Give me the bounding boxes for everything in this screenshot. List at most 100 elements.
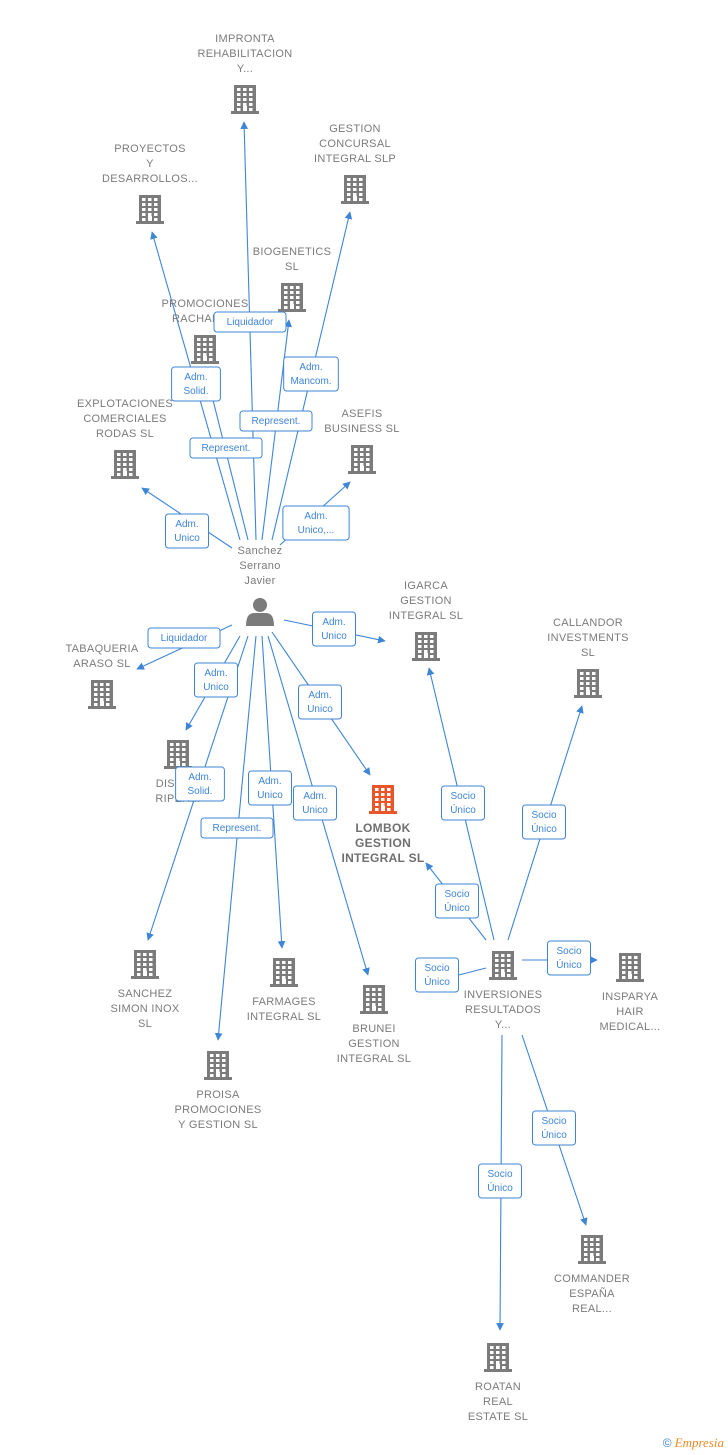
building-icon (574, 669, 602, 698)
edge-label-box (248, 770, 292, 806)
node-label: RESULTADOS (465, 1004, 541, 1016)
edge-label-sanchez-serrano-to-biogenetics[interactable]: Represent. (239, 410, 313, 432)
node-label: Sanchez (238, 545, 283, 557)
edge-label-sanchez-serrano-to-explotaciones[interactable]: Adm.Unico (165, 513, 209, 549)
edge-label-text: Único (541, 1128, 567, 1141)
node-label: Y (146, 158, 154, 170)
edge-label-sanchez-serrano-to-farmages[interactable]: Adm.Unico (248, 770, 292, 806)
edge-label-text: Socio (556, 946, 581, 957)
node-insparya[interactable]: INSPARYAHAIRMEDICAL... (599, 953, 660, 1033)
edge-label-sanchez-serrano-to-promociones[interactable]: Represent. (189, 437, 263, 459)
edge-label-sanchez-serrano-to-gestion-concursal[interactable]: Adm. Mancom. (283, 356, 339, 392)
node-label: BUSINESS SL (324, 423, 399, 435)
node-impronta[interactable]: IMPRONTAREHABILITACIONY... (197, 33, 292, 114)
building-icon (489, 951, 517, 980)
building-icon (136, 195, 164, 224)
edge-label-text: Único (444, 901, 470, 914)
edge-label-box (213, 311, 287, 333)
building-icon (164, 740, 192, 769)
edge-label-box (312, 611, 356, 647)
node-label: PROMOCIONES (161, 298, 248, 310)
edge-label-text: Único (450, 803, 476, 816)
copyright-symbol: © (662, 1436, 672, 1450)
node-label: REAL... (572, 1303, 612, 1315)
node-label: ARASO SL (73, 658, 130, 670)
building-icon (341, 175, 369, 204)
building-icon (88, 680, 116, 709)
edge-label-sanchez-serrano-to-lombok[interactable]: Adm.Unico (298, 684, 342, 720)
building-icon (270, 958, 298, 987)
edge-label-sanchez-serrano-to-tabaqueria[interactable]: Liquidador (147, 627, 221, 649)
node-label: SL (285, 261, 299, 273)
edge-label-sanchez-serrano-to-asefis[interactable]: Adm.Unico,... (282, 505, 350, 541)
edge-label-text: Adm. (299, 362, 322, 373)
node-label: EXPLOTACIONES (77, 398, 173, 410)
edge-label-text: Socio (487, 1169, 512, 1180)
node-label: INTEGRAL SL (337, 1053, 411, 1065)
node-label: REAL (483, 1396, 513, 1408)
node-label: PROISA (196, 1089, 240, 1101)
node-label: INVESTMENTS (547, 632, 629, 644)
node-inversiones[interactable]: INVERSIONESRESULTADOSY... (464, 951, 543, 1031)
node-label: Javier (244, 575, 275, 587)
edge-labels-layer: LiquidadorAdm.Solid.Adm.Mancom.Represent… (147, 311, 591, 1199)
brand-logo[interactable]: Empresia (674, 1435, 724, 1450)
edge-label-sanchez-serrano-to-brunei[interactable]: Adm.Unico (293, 785, 337, 821)
node-label: IGARCA (404, 580, 448, 592)
edge-label-sanchez-serrano-to-proyectos[interactable]: Adm.Solid. (171, 366, 221, 402)
node-commander[interactable]: COMMANDERESPAÑAREAL... (554, 1235, 630, 1315)
person-icon (246, 598, 274, 626)
node-label: SL (581, 647, 595, 659)
edge-label-sanchez-serrano-to-igarca[interactable]: Adm.Unico (312, 611, 356, 647)
edge-label-text: Único (424, 975, 450, 988)
building-icon (191, 335, 219, 364)
edge-label-sanchez-serrano-to-impronta[interactable]: Liquidador (213, 311, 287, 333)
node-label: BRUNEI (352, 1023, 395, 1035)
edge-label-text: Adm. (188, 772, 211, 783)
building-icon (412, 632, 440, 661)
edge-label-box (298, 684, 342, 720)
node-proyectos[interactable]: PROYECTOSYDESARROLLOS... (102, 143, 198, 224)
node-label: INTEGRAL SL (341, 851, 424, 865)
edge-label-text: Mancom. (290, 376, 331, 387)
node-label: INTEGRAL SL (247, 1011, 321, 1023)
node-label: IMPRONTA (215, 33, 275, 45)
edge-label-sanchez-serrano-to-distr[interactable]: Adm.Unico (194, 662, 238, 698)
node-label: LOMBOK (355, 821, 410, 835)
edge-label-sanchez-serrano-to-sanchez-simon[interactable]: Adm.Solid. (175, 766, 225, 802)
node-label: Y... (237, 63, 253, 75)
edge-label-sanchez-serrano-to-proisa[interactable]: Represent. (200, 817, 274, 839)
edge-label-text: Adm. (308, 690, 331, 701)
edge-label-box (200, 817, 274, 839)
building-icon (578, 1235, 606, 1264)
building-icon (616, 953, 644, 982)
edge-label-text: Unico (321, 631, 347, 642)
edge-label-box (194, 662, 238, 698)
edge-label-box (239, 410, 313, 432)
edge-label-box (532, 1110, 576, 1146)
building-icon (484, 1343, 512, 1372)
edge-label-text: Único (487, 1181, 513, 1194)
